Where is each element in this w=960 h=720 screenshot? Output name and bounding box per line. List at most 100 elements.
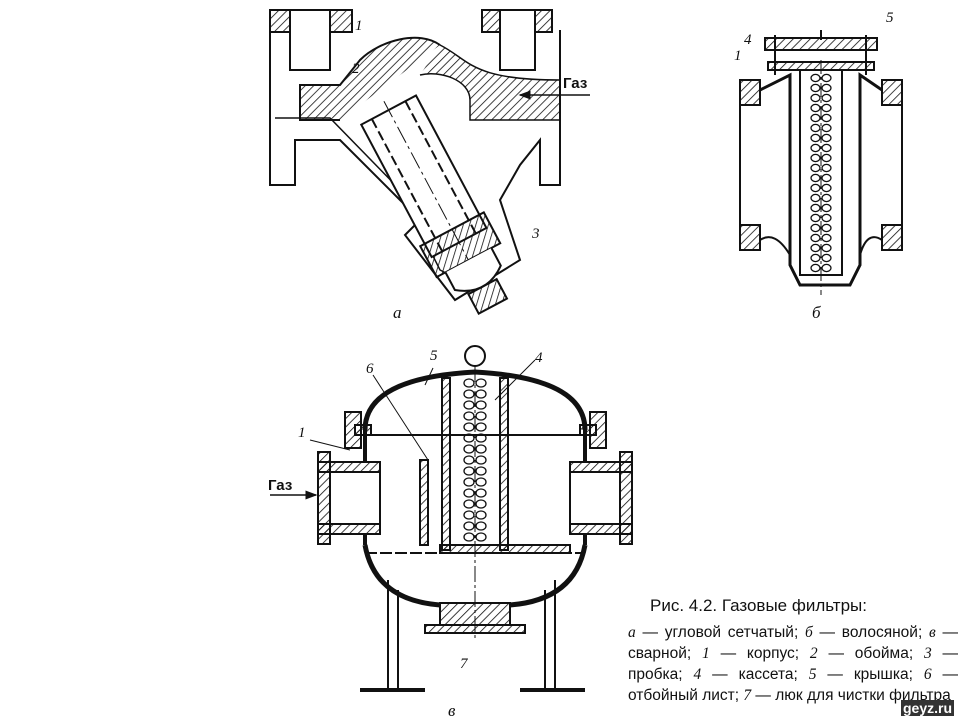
gas-inlet-label-v: Газ xyxy=(268,477,292,494)
coil-mark xyxy=(463,422,475,432)
coil-mark xyxy=(475,499,487,509)
coil-mark xyxy=(821,173,832,183)
coil-mark xyxy=(810,173,821,183)
caption-key: 3 xyxy=(923,645,932,662)
coil-mark xyxy=(463,444,475,454)
coil-mark xyxy=(821,133,832,143)
coil-mark xyxy=(463,411,475,421)
part-label-2: 2 xyxy=(352,61,360,77)
coil-mark xyxy=(475,378,487,388)
caption-text: — пробка; xyxy=(628,645,958,683)
part-label-4-b: 4 xyxy=(744,32,752,48)
coil-mark xyxy=(821,193,832,203)
part-label-1: 1 xyxy=(355,18,363,34)
coil-mark xyxy=(810,113,821,123)
coil-mark xyxy=(463,532,475,542)
coil-mark xyxy=(821,243,832,253)
coil-mark xyxy=(810,263,821,273)
coil-mark xyxy=(821,73,832,83)
part-label-1-v: 1 xyxy=(298,425,306,441)
coil-mark xyxy=(475,411,487,421)
diagram-a-angle-mesh-filter xyxy=(269,9,590,315)
coil-mark xyxy=(821,163,832,173)
caption-text: — обойма; xyxy=(817,645,924,662)
coil-mark xyxy=(821,123,832,133)
caption-text: — кассета; xyxy=(701,666,809,683)
coil-mark xyxy=(810,73,821,83)
figure-caption: Рис. 4.2. Газовые фильтры: а — угловой с… xyxy=(628,596,958,706)
coil-mark xyxy=(810,153,821,163)
coil-mark xyxy=(810,193,821,203)
coil-mark xyxy=(821,213,832,223)
part-label-4-v: 4 xyxy=(535,350,543,366)
coil-mark xyxy=(810,103,821,113)
coil-mark xyxy=(810,243,821,253)
coil-mark xyxy=(463,510,475,520)
caption-key: 1 xyxy=(702,645,710,662)
coil-mark xyxy=(463,400,475,410)
coil-mark xyxy=(810,253,821,263)
coil-mark xyxy=(821,183,832,193)
caption-key: в xyxy=(929,624,936,641)
coil-mark xyxy=(475,521,487,531)
coil-mark xyxy=(463,466,475,476)
caption-key: 4 xyxy=(693,666,702,683)
coil-mark xyxy=(463,477,475,487)
caption-key: 5 xyxy=(808,666,817,683)
coil-mark xyxy=(475,433,487,443)
coil-mark xyxy=(810,133,821,143)
coil-mark xyxy=(821,233,832,243)
coil-mark xyxy=(810,83,821,93)
sublabel-a: а xyxy=(393,303,402,322)
diagram-v-welded-filter xyxy=(270,345,633,692)
coil-mark xyxy=(463,455,475,465)
caption-key: 2 xyxy=(809,645,818,662)
coil-mark xyxy=(821,153,832,163)
caption-body: а — угловой сетчатый; б — волосяной; в —… xyxy=(628,622,958,706)
coil-mark xyxy=(463,499,475,509)
coil-mark xyxy=(821,83,832,93)
coil-mark xyxy=(810,233,821,243)
caption-text: — отбойный лист; xyxy=(628,666,959,704)
sublabel-b: б xyxy=(812,303,821,322)
caption-key: а xyxy=(628,624,636,641)
coil-mark xyxy=(475,488,487,498)
coil-mark xyxy=(810,143,821,153)
coil-mark xyxy=(810,163,821,173)
caption-text: — крышка; xyxy=(816,666,924,683)
coil-mark xyxy=(475,510,487,520)
caption-text: — угловой сетчатый; xyxy=(635,624,805,641)
coil-mark xyxy=(821,93,832,103)
coil-mark xyxy=(463,378,475,388)
watermark: geyz.ru xyxy=(900,700,954,716)
caption-text: — волосяной; xyxy=(812,624,930,641)
coil-mark xyxy=(463,521,475,531)
coil-mark xyxy=(475,466,487,476)
coil-mark xyxy=(821,143,832,153)
coil-mark xyxy=(463,488,475,498)
coil-mark xyxy=(475,422,487,432)
coil-mark xyxy=(810,93,821,103)
part-label-3: 3 xyxy=(531,226,540,242)
caption-title: Рис. 4.2. Газовые фильтры: xyxy=(650,596,867,615)
part-label-5-v: 5 xyxy=(430,348,438,364)
coil-mark xyxy=(810,123,821,133)
caption-key: 6 xyxy=(923,666,932,683)
sublabel-v: в xyxy=(448,701,456,720)
coil-mark xyxy=(821,253,832,263)
diagram-b-hair-filter xyxy=(739,30,903,295)
caption-text: — люк для чистки фильтра xyxy=(751,687,951,704)
coil-mark xyxy=(463,389,475,399)
coil-mark xyxy=(463,433,475,443)
part-label-1-b: 1 xyxy=(734,48,742,64)
coil-mark xyxy=(475,477,487,487)
caption-key: 7 xyxy=(743,687,752,704)
caption-key: б xyxy=(805,624,813,641)
caption-text: — сварной; xyxy=(628,624,958,662)
coil-mark xyxy=(810,213,821,223)
part-label-6-v: 6 xyxy=(366,361,374,377)
coil-mark xyxy=(810,223,821,233)
part-label-7-v: 7 xyxy=(460,656,469,672)
coil-mark xyxy=(821,103,832,113)
coil-mark xyxy=(475,455,487,465)
